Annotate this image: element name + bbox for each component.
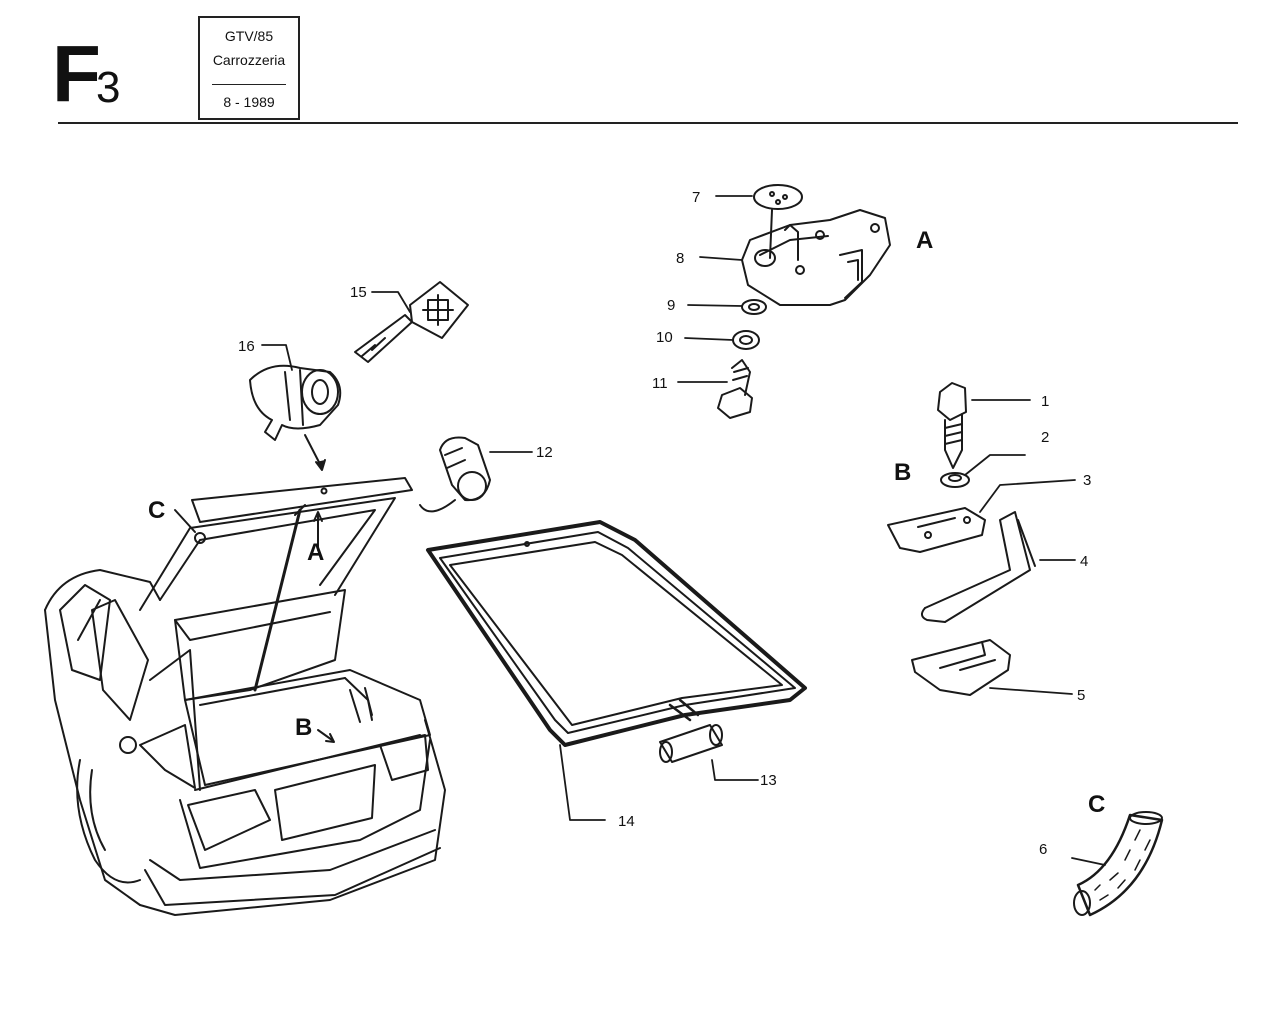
title-block: GTV/85 Carrozzeria 8 - 1989 xyxy=(198,16,300,120)
model-label: GTV/85 xyxy=(224,28,274,44)
callout-numbers: 7 8 9 10 11 1 2 3 4 5 6 13 14 12 15 16 xyxy=(238,189,1091,858)
bushing-13 xyxy=(659,724,723,763)
callout-16: 16 xyxy=(238,338,255,355)
key-15 xyxy=(354,281,469,363)
callout-4: 4 xyxy=(1080,553,1088,570)
date-label: 8 - 1989 xyxy=(223,94,275,110)
group-letter-b: B xyxy=(894,459,911,486)
plate-3 xyxy=(887,507,986,553)
washer-2 xyxy=(940,472,970,488)
bolt-11 xyxy=(731,359,751,396)
callout-9: 9 xyxy=(667,297,675,314)
callout-8: 8 xyxy=(676,250,684,267)
screw-1 xyxy=(937,382,967,421)
section-letter: F xyxy=(52,29,101,118)
leader-lines xyxy=(261,195,1106,866)
bump-stop-c-marker xyxy=(194,532,206,544)
callout-3: 3 xyxy=(1083,472,1091,489)
lock-cylinder-16 xyxy=(249,364,342,441)
group-letter-c: C xyxy=(1088,791,1105,818)
callout-11: 11 xyxy=(652,375,668,392)
group-letters: A B C A B C xyxy=(148,227,1105,818)
lock-assembly-a xyxy=(717,184,891,419)
arrow-b-on-car xyxy=(317,729,333,741)
car-label-b: B xyxy=(295,714,312,741)
ring-10 xyxy=(732,330,760,350)
washer-9 xyxy=(741,299,767,315)
callout-10: 10 xyxy=(656,329,673,346)
callout-1: 1 xyxy=(1041,393,1049,410)
hardware-group-b xyxy=(887,382,1036,696)
section-number: 3 xyxy=(96,63,121,112)
rod-4 xyxy=(924,511,1031,623)
callout-2: 2 xyxy=(1041,429,1049,446)
group-letter-a: A xyxy=(916,227,933,254)
clip-5 xyxy=(911,639,1011,696)
cap-12 xyxy=(419,436,491,513)
callout-5: 5 xyxy=(1077,687,1085,704)
arrow-c-on-car xyxy=(174,509,196,533)
car-illustration xyxy=(44,477,446,916)
title-divider xyxy=(212,84,286,85)
callout-6: 6 xyxy=(1039,841,1047,858)
callout-14: 14 xyxy=(618,813,635,830)
lock-body-8 xyxy=(741,209,891,306)
callout-13: 13 xyxy=(760,772,777,789)
rubber-buffer-6 xyxy=(1073,811,1164,917)
callout-15: 15 xyxy=(350,284,367,301)
window-seal-14 xyxy=(426,520,807,747)
callout-12: 12 xyxy=(536,444,553,461)
callout-7: 7 xyxy=(692,189,700,206)
section-label: Carrozzeria xyxy=(212,52,286,68)
car-label-c: C xyxy=(148,497,165,524)
car-label-a: A xyxy=(307,539,324,566)
header-rule xyxy=(58,122,1238,124)
disc-7 xyxy=(753,184,803,210)
